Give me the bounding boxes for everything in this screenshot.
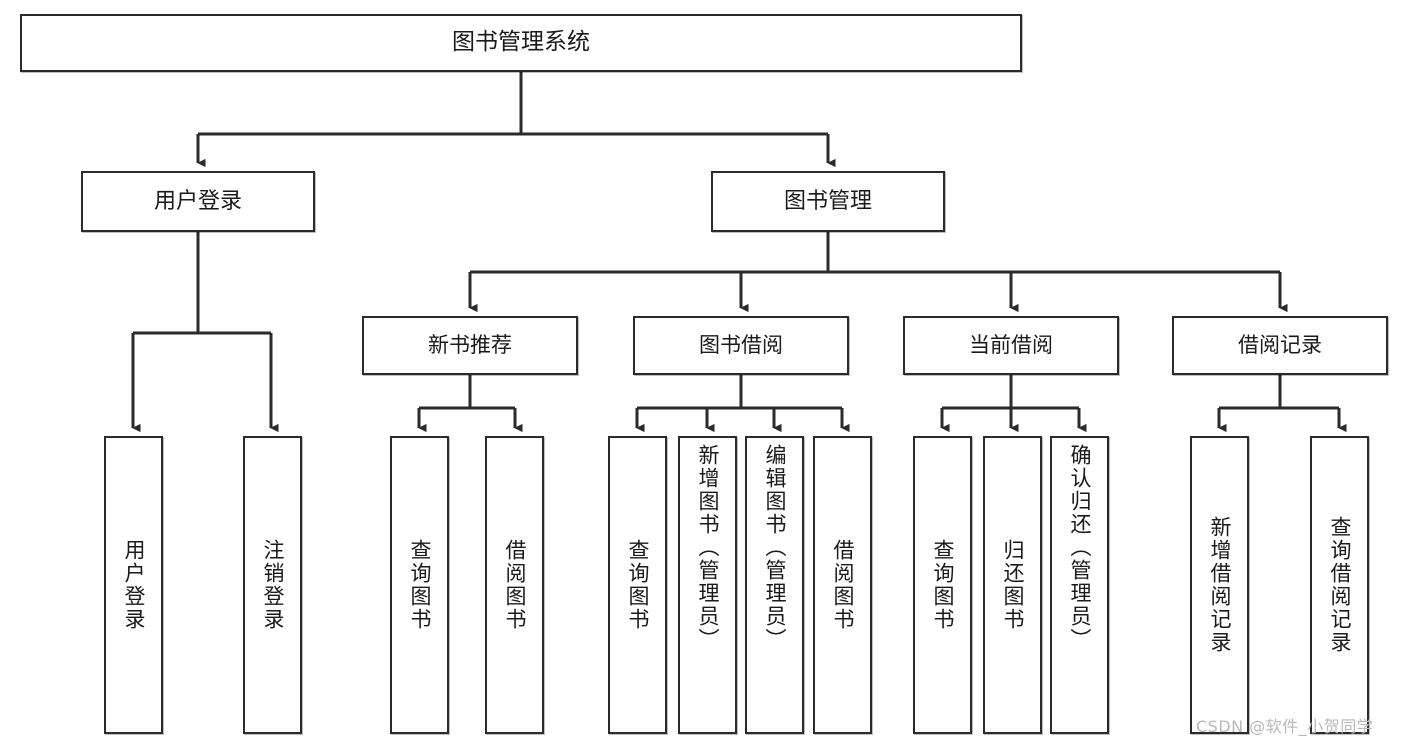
node-label: 当前借阅 xyxy=(969,333,1053,358)
leaf-recommend-borrow-book[interactable]: 借阅图书 xyxy=(485,436,544,734)
node-label: 查询图书 xyxy=(408,539,432,631)
node-label: 借阅图书 xyxy=(831,539,855,631)
leaf-current-confirm-return-admin[interactable]: 确认归还（管理员） xyxy=(1050,436,1109,734)
node-label: 查询图书 xyxy=(931,539,955,631)
leaf-current-return-book[interactable]: 归还图书 xyxy=(983,436,1042,734)
leaf-borrow-query-book[interactable]: 查询图书 xyxy=(608,436,667,734)
node-label: 编辑图书（管理员） xyxy=(763,444,787,651)
node-book-management[interactable]: 图书管理 xyxy=(711,171,945,232)
node-current-borrow[interactable]: 当前借阅 xyxy=(903,316,1119,375)
node-label: 图书管理 xyxy=(783,188,872,214)
leaf-borrow-add-book-admin[interactable]: 新增图书（管理员） xyxy=(678,436,737,734)
node-label: 用户登录 xyxy=(153,188,242,214)
node-label: 用户登录 xyxy=(122,539,146,631)
leaf-user-login-login[interactable]: 用户登录 xyxy=(104,436,163,734)
node-label: 新增图书（管理员） xyxy=(696,444,720,651)
node-label: 确认归还（管理员） xyxy=(1068,444,1092,651)
node-label: 查询借阅记录 xyxy=(1328,516,1352,654)
leaf-borrow-edit-book-admin[interactable]: 编辑图书（管理员） xyxy=(745,436,804,734)
node-new-book-recommend[interactable]: 新书推荐 xyxy=(362,316,578,375)
node-label: 注销登录 xyxy=(261,539,285,631)
node-label: 归还图书 xyxy=(1001,539,1025,631)
leaf-user-login-logout[interactable]: 注销登录 xyxy=(243,436,302,734)
leaf-borrow-borrow-book[interactable]: 借阅图书 xyxy=(813,436,872,734)
node-label: 借阅图书 xyxy=(503,539,527,631)
node-root-system[interactable]: 图书管理系统 xyxy=(20,14,1022,72)
node-label: 图书管理系统 xyxy=(452,29,590,56)
node-label: 新增借阅记录 xyxy=(1208,516,1232,654)
node-label: 查询图书 xyxy=(626,539,650,631)
node-label: 借阅记录 xyxy=(1238,333,1322,358)
csdn-watermark: CSDN @软件_小贺同学 xyxy=(1196,717,1374,736)
node-borrow-record[interactable]: 借阅记录 xyxy=(1172,316,1388,375)
leaf-record-query-record[interactable]: 查询借阅记录 xyxy=(1310,436,1369,734)
leaf-recommend-query-book[interactable]: 查询图书 xyxy=(390,436,449,734)
leaf-current-query-book[interactable]: 查询图书 xyxy=(913,436,972,734)
node-book-borrow[interactable]: 图书借阅 xyxy=(633,316,849,375)
node-user-login[interactable]: 用户登录 xyxy=(81,171,315,232)
node-label: 图书借阅 xyxy=(699,333,783,358)
leaf-record-add-record[interactable]: 新增借阅记录 xyxy=(1190,436,1249,734)
node-label: 新书推荐 xyxy=(428,333,512,358)
